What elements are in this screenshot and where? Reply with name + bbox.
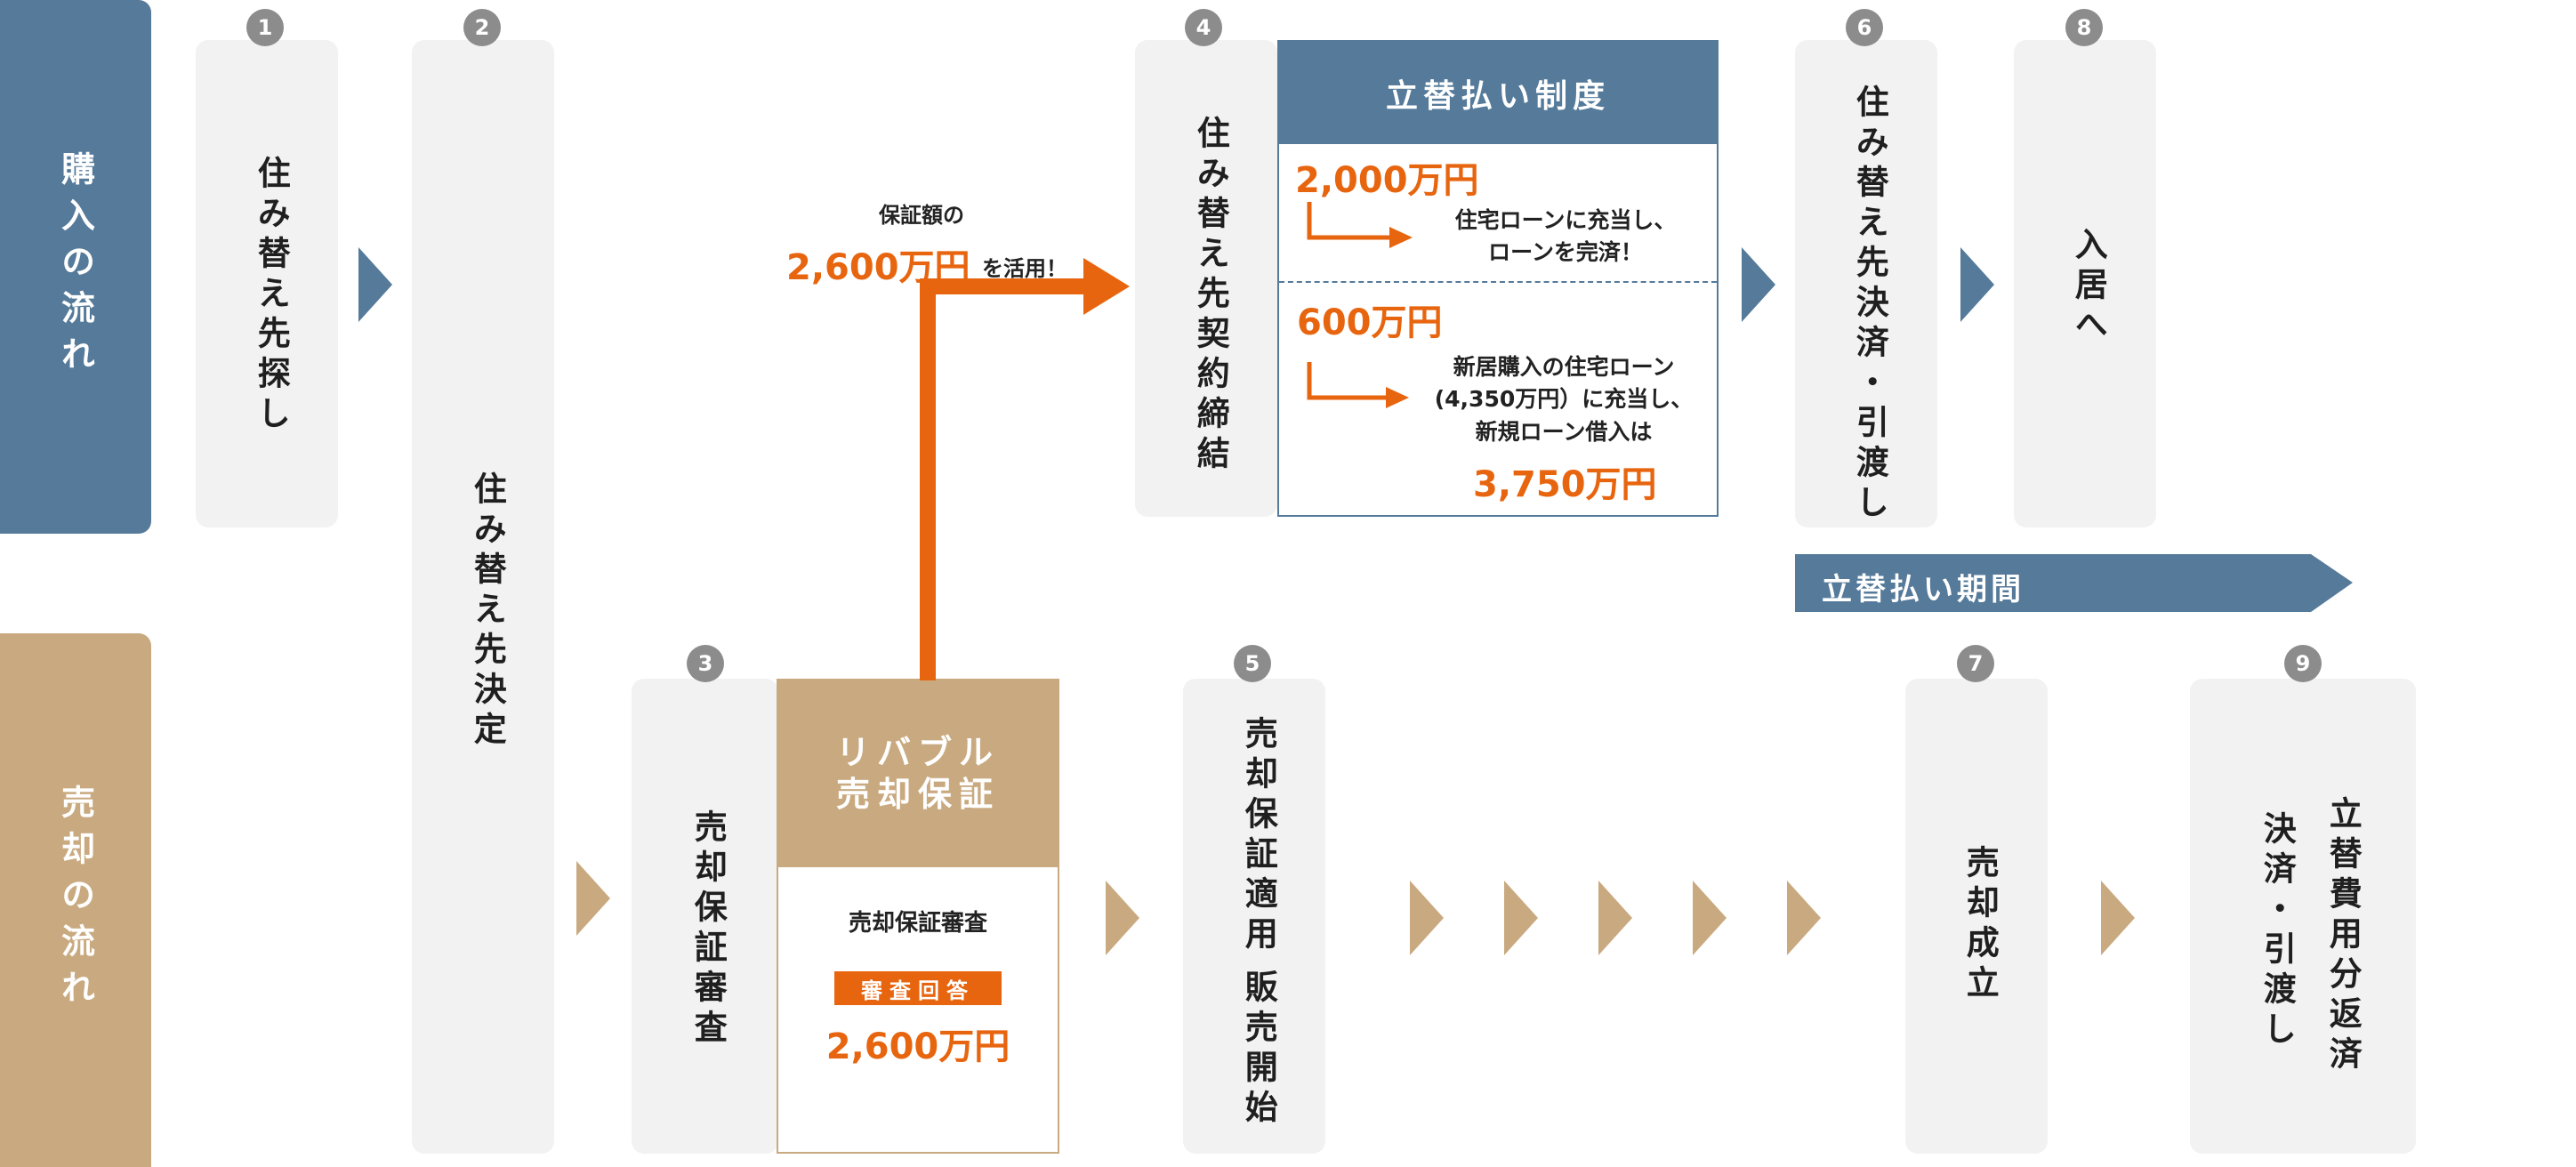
chevron-right-icon	[2101, 881, 2135, 955]
step-2-card	[412, 40, 554, 1154]
chevron-right-icon	[1787, 881, 1821, 955]
step-9-text-col2: 決済・引渡し	[2258, 811, 2297, 1051]
advance-amount-1: 2,000万円	[1295, 160, 1479, 201]
step-7-badge: 7	[1957, 645, 1994, 682]
guarantee-header-line1: リバブル	[835, 732, 1000, 772]
advance-note-1-line1: 住宅ローンに充当し、	[1454, 207, 1677, 233]
advance-period-arrow: 立替払い期間	[1795, 554, 2353, 612]
step-5-text: 売却保証適用	[1232, 716, 1284, 956]
chevron-right-icon	[1960, 247, 1994, 322]
chevron-right-icon	[1693, 881, 1727, 955]
step-2-badge: 2	[463, 9, 501, 46]
step-1-card	[196, 40, 338, 527]
step-9-text-col1: 立替費用分返済	[2323, 796, 2363, 1076]
advance-note-2-line1: 新居購入の住宅ローン	[1453, 354, 1675, 380]
step-7-text: 売却成立	[1960, 845, 2000, 1005]
chevron-right-icon	[358, 247, 392, 322]
step-6-text: 住み替え先決済・引渡し	[1850, 85, 1889, 525]
guarantee-amount-note-amount: 2,600万円	[786, 247, 970, 288]
advance-note-2-line3: 新規ローン借入は	[1475, 418, 1653, 445]
advance-arrow-2	[1307, 362, 1409, 408]
chevron-right-icon	[1598, 881, 1632, 955]
step-9-card	[2190, 679, 2416, 1154]
step-6-card	[1795, 40, 1937, 527]
guarantee-to-contract-arrow	[920, 258, 1130, 680]
chevron-right-icon	[1106, 881, 1139, 955]
guarantee-amount-note-line1: 保証額の	[879, 203, 964, 228]
advance-note-2-line2: (4,350万円）に充当し、	[1434, 386, 1694, 413]
step-5-text-col2: 販売開始	[1239, 970, 1278, 1130]
resale-guarantee-header: リバブル 売却保証	[778, 680, 1058, 867]
guarantee-title: 売却保証審査	[848, 910, 987, 937]
chevron-right-icon	[1742, 247, 1775, 322]
advance-period-label: 立替払い期間	[1822, 572, 2025, 608]
advance-note-1: 住宅ローンに充当し、 ローンを完済！	[1423, 205, 1708, 270]
guarantee-amount-note-suffix: を活用！	[982, 256, 1067, 281]
advance-arrow-1	[1307, 202, 1413, 248]
advance-note-1-line2: ローンを完済！	[1488, 239, 1643, 266]
advance-amount-2: 600万円	[1297, 302, 1443, 343]
resale-guarantee-box: リバブル 売却保証 売却保証審査 審査回答 2,600万円	[777, 679, 1059, 1154]
step-4-text: 住み替え先契約締結	[1191, 116, 1230, 476]
sale-flow-label: 売却の流れ	[55, 785, 95, 1016]
purchase-flow-band: 購入の流れ	[0, 0, 151, 534]
advance-payment-title: 立替払い制度	[1279, 42, 1717, 144]
chevron-right-icon	[1504, 881, 1538, 955]
step-6-badge: 6	[1846, 9, 1883, 46]
purchase-flow-label: 購入の流れ	[55, 151, 95, 382]
step-4-card	[1135, 40, 1277, 517]
step-8-card	[2014, 40, 2156, 527]
step-5-text-col1: 売却保証適用	[1239, 716, 1278, 956]
step-4-badge: 4	[1185, 9, 1222, 46]
step-3-badge: 3	[687, 645, 724, 682]
advance-amount-3: 3,750万円	[1473, 464, 1657, 505]
chevron-right-icon	[576, 861, 610, 936]
advance-note-2: 新居購入の住宅ローン (4,350万円）に充当し、 新規ローン借入は	[1413, 351, 1715, 448]
step-3-text: 売却保証審査	[688, 809, 728, 1050]
advance-divider	[1279, 281, 1717, 283]
step-2-text: 住み替え先決定	[468, 471, 507, 752]
step-9-badge: 9	[2284, 645, 2322, 682]
review-answer-badge: 審査回答	[834, 971, 1002, 1005]
guarantee-header-line2: 売却保証	[835, 775, 1000, 814]
step-5-card	[1183, 679, 1325, 1154]
step-7-card	[1905, 679, 2048, 1154]
step-8-badge: 8	[2065, 9, 2103, 46]
chevron-right-icon	[1410, 881, 1444, 955]
step-3-card	[632, 679, 778, 1154]
step-1-text: 住み替え先探し	[252, 156, 291, 436]
step-1-badge: 1	[246, 9, 284, 46]
sale-flow-band: 売却の流れ	[0, 633, 151, 1167]
advance-payment-box: 立替払い制度	[1277, 40, 1719, 517]
step-8-text: 入居へ	[2069, 227, 2108, 347]
review-answer-amount: 2,600万円	[825, 1026, 1010, 1067]
step-5-badge: 5	[1234, 645, 1271, 682]
